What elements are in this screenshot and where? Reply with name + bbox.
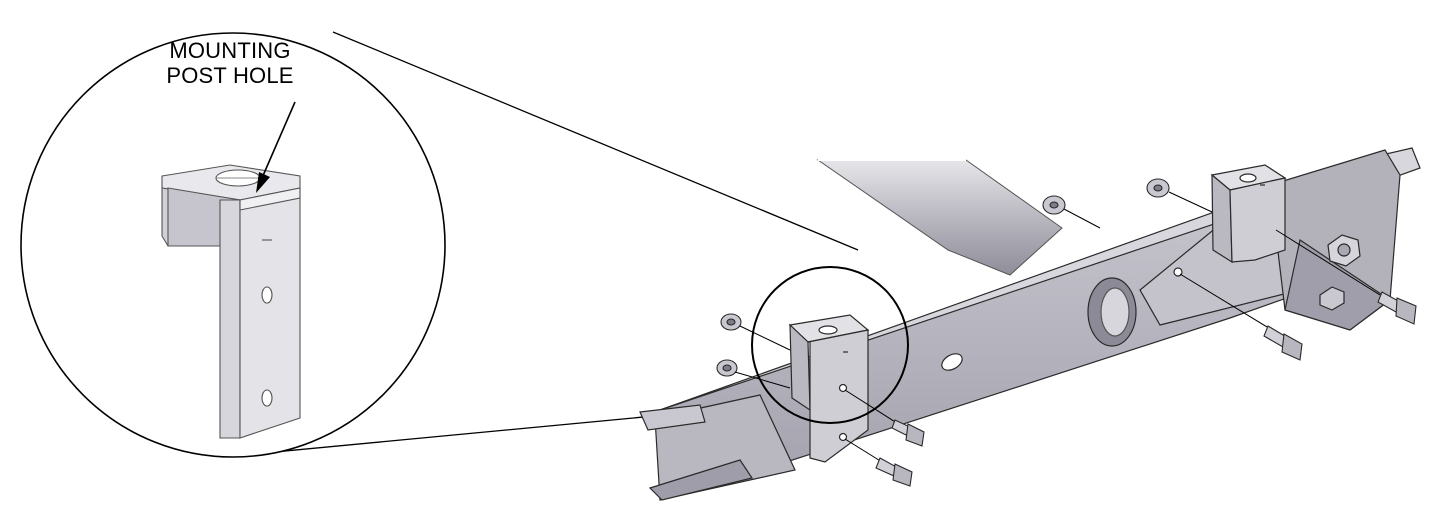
hex-bolt-icon [1377,291,1417,325]
hex-bolt-icon [875,457,913,487]
hex-bolt-icon [891,419,925,447]
zoom-callout [20,32,446,458]
cross-tube [816,159,1063,276]
hex-nut-icon [1319,234,1361,311]
mounting-bracket-left [788,314,870,463]
bolt-set [875,291,1417,487]
mounting-bracket-icon [161,164,301,439]
bolt-alignment-lines [734,191,1381,463]
hex-nut-icon [720,313,742,331]
zoom-target-circle [751,266,909,424]
hex-bolt-icon [1263,325,1303,361]
hex-nut-icon [1146,178,1170,198]
callout-label: MOUNTING POST HOLE [130,38,330,88]
label-arrow [256,101,296,193]
washer-nut-set [716,178,1170,377]
hex-nut-icon [1042,195,1066,215]
hex-nut-icon [716,359,738,377]
mounting-bracket-right [1210,164,1287,264]
callout-label-line1: MOUNTING [169,38,291,63]
callout-label-line2: POST HOLE [166,63,294,88]
